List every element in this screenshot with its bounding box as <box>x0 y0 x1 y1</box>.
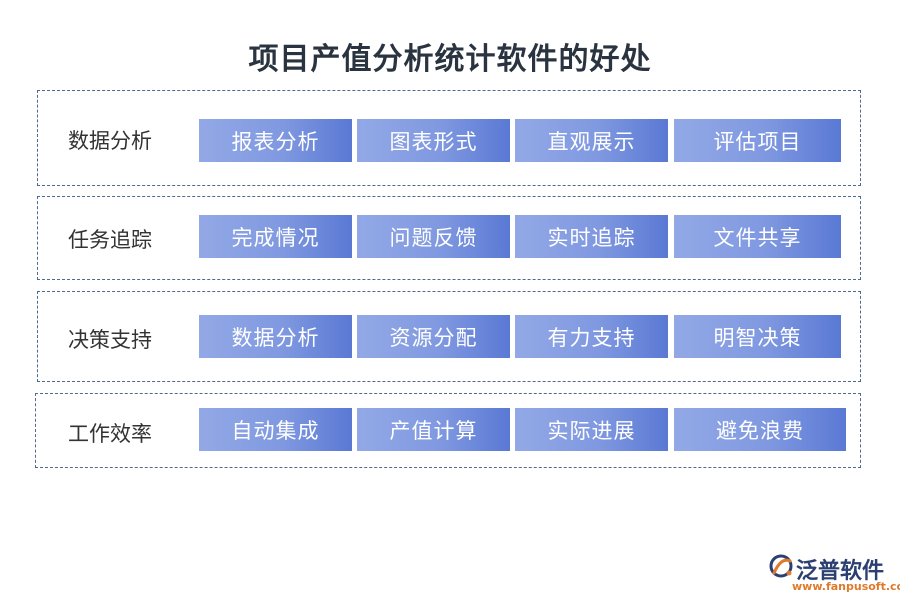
page-title: 项目产值分析统计软件的好处 <box>248 42 652 77</box>
row-label: 任务追踪 <box>68 228 152 252</box>
row-label: 数据分析 <box>68 129 152 153</box>
row-label: 决策支持 <box>68 328 152 352</box>
benefit-box: 有力支持 <box>515 315 668 358</box>
row-label: 工作效率 <box>68 422 152 446</box>
benefit-box: 明智决策 <box>674 315 841 358</box>
benefit-box: 文件共享 <box>674 215 841 258</box>
benefit-box: 产值计算 <box>357 408 510 451</box>
benefit-box: 报表分析 <box>199 119 352 162</box>
row-task-tracking: 任务追踪 完成情况 问题反馈 实时追踪 文件共享 <box>37 196 861 280</box>
benefit-box: 数据分析 <box>199 315 352 358</box>
benefit-box: 问题反馈 <box>357 215 510 258</box>
benefit-box: 实际进展 <box>515 408 668 451</box>
benefit-box: 资源分配 <box>357 315 510 358</box>
benefit-box: 图表形式 <box>357 119 510 162</box>
fanpu-logo-icon <box>769 554 793 578</box>
benefit-box: 自动集成 <box>199 408 352 451</box>
benefit-box: 避免浪费 <box>674 408 846 451</box>
row-work-efficiency: 工作效率 自动集成 产值计算 实际进展 避免浪费 <box>35 393 861 468</box>
row-decision-support: 决策支持 数据分析 资源分配 有力支持 明智决策 <box>37 291 861 382</box>
brand-logo: 泛普软件 www.fanpusoft.com <box>768 553 900 593</box>
benefit-box: 评估项目 <box>674 119 841 162</box>
benefit-box: 实时追踪 <box>515 215 668 258</box>
row-data-analysis: 数据分析 报表分析 图表形式 直观展示 评估项目 <box>37 90 861 186</box>
logo-name: 泛普软件 <box>796 559 885 584</box>
benefit-box: 完成情况 <box>199 215 352 258</box>
logo-url: www.fanpusoft.com <box>792 580 900 593</box>
benefit-box: 直观展示 <box>515 119 668 162</box>
